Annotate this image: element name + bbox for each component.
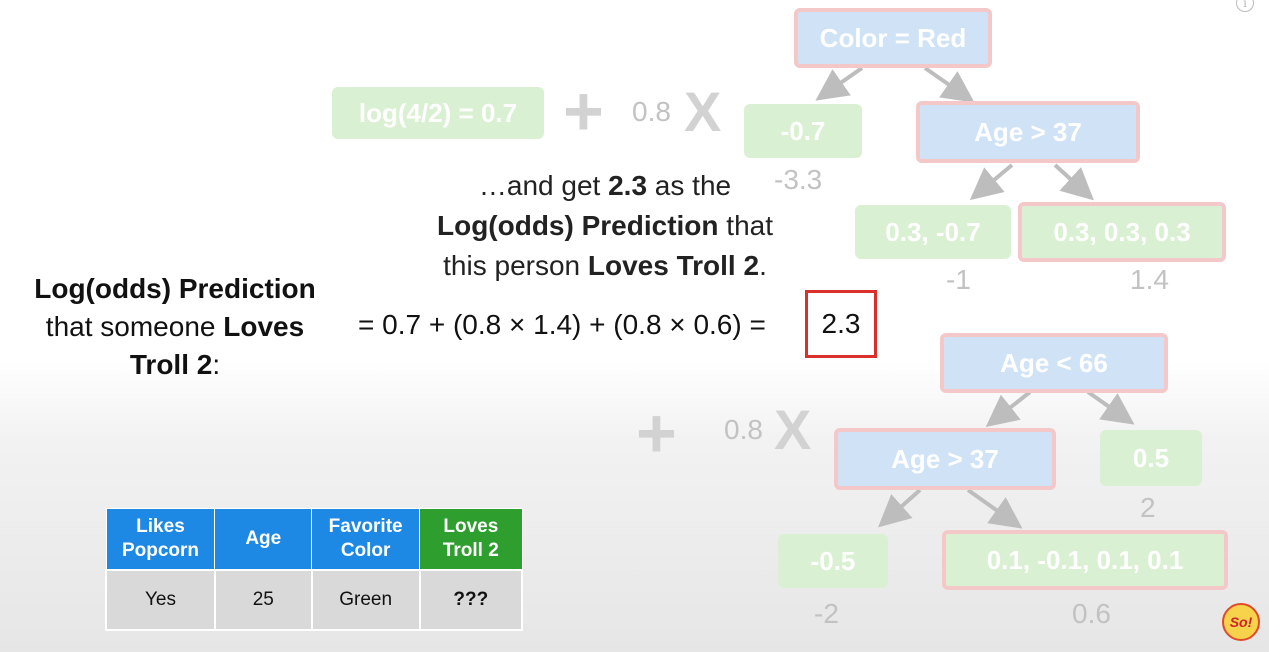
tree1-rr-leaf-label: 0.3, 0.3, 0.3 [1053, 216, 1191, 247]
tree2-right-leaf: 0.5 [1100, 430, 1202, 486]
tree2-lr-leaf-label: 0.1, -0.1, 0.1, 0.1 [986, 544, 1184, 575]
prediction-explanation: …and get 2.3 as the Log(odds) Prediction… [400, 166, 810, 286]
tree2-root-label: Age < 66 [1000, 347, 1108, 378]
tree2-arrow-ll [878, 488, 922, 528]
header-likes-popcorn-line-2: Popcorn [121, 540, 199, 561]
prediction-label-line-1: Log(odds) Prediction [10, 270, 340, 308]
learning-rate-top: 0.8 [632, 96, 671, 127]
learning-rate-bottom: 0.8 [724, 414, 763, 445]
tree1-rl-output: -1 [946, 264, 971, 295]
tree1-rl-leaf: 0.3, -0.7 [855, 205, 1011, 259]
tree1-root-node: Color = Red [794, 8, 992, 68]
tree2-ll-leaf: -0.5 [778, 534, 888, 588]
table-header-loves-troll-2: Loves Troll 2 [419, 508, 523, 571]
tree1-right-node: Age > 37 [916, 101, 1140, 163]
table-header-row: Likes Popcorn Age Favorite Color Loves T… [105, 508, 523, 571]
table-header-likes-popcorn: Likes Popcorn [105, 508, 216, 571]
prediction-label-line-2-bold: Loves [223, 311, 305, 342]
header-age-line-1: Age [245, 528, 282, 549]
header-likes-popcorn-line-1: Likes [136, 516, 185, 537]
tree1-rr-leaf: 0.3, 0.3, 0.3 [1018, 202, 1226, 262]
prediction-label-line-1-bold: Log(odds) Prediction [34, 273, 316, 304]
tree2-arrow-right [1086, 390, 1135, 425]
prediction-label-line-3-post: : [212, 349, 221, 380]
tree2-left-node: Age > 37 [834, 428, 1056, 490]
tree2-right-leaf-output: 2 [1140, 492, 1156, 523]
tree1-arrow-rl [969, 163, 1014, 201]
explanation-line-3-pre: this person [443, 250, 588, 281]
tree1-rl-leaf-label: 0.3, -0.7 [885, 216, 981, 247]
times-sign-top: X [684, 80, 722, 143]
explanation-line-3: this person Loves Troll 2. [400, 246, 810, 286]
tree2-lr-output: 0.6 [1072, 598, 1111, 629]
prediction-label-line-2: that someone Loves [10, 308, 340, 346]
tree2-root-node: Age < 66 [940, 333, 1168, 393]
times-sign-bottom: X [774, 398, 812, 461]
plus-sign-top: + [563, 72, 604, 150]
table-header-age: Age [214, 508, 313, 571]
tree1-left-leaf-output: -3.3 [774, 164, 823, 195]
plus-sign-bottom: + [636, 394, 677, 472]
table-row: Yes 25 Green ??? [105, 569, 524, 631]
explanation-line-1-bold: 2.3 [608, 170, 648, 201]
equation-result-box: 2.3 [805, 290, 877, 358]
explanation-line-2-bold: Log(odds) Prediction [436, 210, 719, 241]
explanation-line-3-post: . [759, 250, 767, 281]
tree2-ll-leaf-label: -0.5 [810, 545, 856, 576]
tree1-arrow-rr [1053, 163, 1094, 201]
tree2-right-leaf-label: 0.5 [1132, 442, 1170, 473]
prediction-label-line-3: Troll 2: [10, 346, 340, 384]
channel-logo[interactable]: So! [1222, 603, 1260, 641]
prediction-label-line-3-bold: Troll 2 [129, 349, 213, 380]
header-favorite-color-line-1: Favorite [328, 516, 403, 537]
tree1-rr-output: 1.4 [1130, 264, 1169, 295]
initial-prediction-label: log(4/2) = 0.7 [358, 97, 518, 128]
tree2-lr-leaf: 0.1, -0.1, 0.1, 0.1 [942, 530, 1228, 590]
tree2-arrow-lr [966, 488, 1023, 529]
header-favorite-color-line-2: Color [340, 540, 391, 561]
tree1-root-label: Color = Red [819, 22, 967, 53]
tree1-right-node-label: Age > 37 [974, 116, 1082, 147]
tree2-ll-output: -2 [814, 598, 839, 629]
tree2-left-node-label: Age > 37 [891, 443, 999, 474]
explanation-line-1: …and get 2.3 as the [400, 166, 810, 206]
explanation-line-2-post: that [718, 210, 773, 241]
tree2-arrow-left [985, 390, 1032, 427]
tree1-arrow-left [815, 66, 864, 101]
table-cell-loves-troll-2: ??? [418, 569, 524, 631]
prediction-label-line-2-pre: that someone [45, 311, 224, 342]
data-table: Likes Popcorn Age Favorite Color Loves T… [105, 508, 524, 631]
tree1-arrow-right [923, 66, 975, 103]
initial-prediction-box: log(4/2) = 0.7 [332, 87, 544, 139]
prediction-label: Log(odds) Prediction that someone Loves … [10, 270, 340, 384]
explanation-line-1-post: as the [647, 170, 732, 201]
explanation-line-3-bold: Loves Troll 2 [587, 250, 760, 281]
tree1-left-leaf: -0.7 [744, 104, 862, 158]
table-header-favorite-color: Favorite Color [311, 508, 421, 571]
equation-expression: = 0.7 + (0.8 × 1.4) + (0.8 × 0.6) = [358, 309, 766, 340]
explanation-line-1-pre: …and get [478, 170, 609, 201]
header-loves-troll-2-line-2: Troll 2 [442, 540, 499, 561]
table-cell-favorite-color: Green [310, 569, 421, 631]
tree1-left-leaf-label: -0.7 [780, 115, 826, 146]
explanation-line-2: Log(odds) Prediction that [400, 206, 810, 246]
table-cell-age: 25 [213, 569, 313, 631]
table-cell-likes-popcorn: Yes [105, 569, 216, 631]
equation-result: 2.3 [821, 308, 861, 339]
header-loves-troll-2-line-1: Loves [443, 516, 499, 537]
